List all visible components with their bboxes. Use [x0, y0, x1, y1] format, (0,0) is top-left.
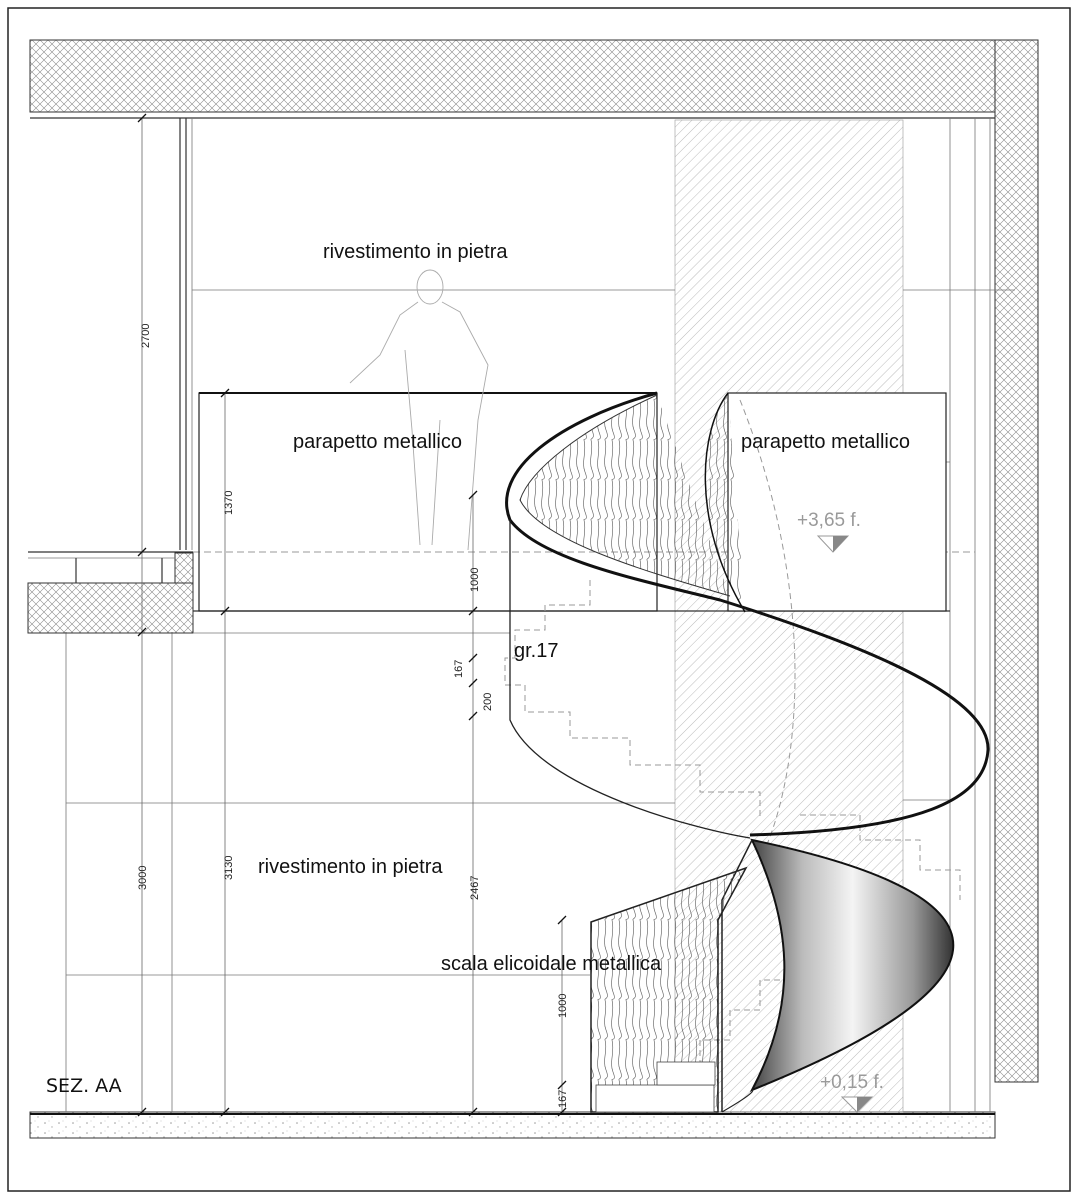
- level-upper-text: +3,65 f.: [797, 510, 861, 531]
- left-slab: [27, 582, 194, 634]
- right-wall: [994, 39, 1039, 1083]
- label-steps-count: gr.17: [514, 640, 558, 662]
- dim-1370: 1370: [223, 491, 235, 515]
- drawing-frame: [7, 7, 1071, 1192]
- dimension-lines: [137, 113, 567, 1117]
- dim-1000-upper: 1000: [469, 568, 481, 592]
- dim-1000-lower: 1000: [557, 994, 569, 1018]
- top-slab: [29, 39, 996, 113]
- label-spiral-stair: scala elicoidale metallica: [441, 953, 662, 975]
- spiral-stair: [505, 391, 990, 1113]
- dim-3130: 3130: [223, 856, 235, 880]
- dim-167-upper: 167: [453, 660, 465, 678]
- level-lower-text: +0,15 f.: [820, 1072, 884, 1093]
- label-stone-cladding-lower: rivestimento in pietra: [258, 856, 443, 878]
- label-metal-parapet-left: parapetto metallico: [293, 431, 462, 453]
- dim-2700: 2700: [140, 324, 152, 348]
- ground-floor: [29, 1111, 996, 1139]
- section-title: SEZ. AA: [46, 1075, 122, 1097]
- label-stone-cladding-upper: rivestimento in pietra: [323, 241, 508, 263]
- right-parapet: [727, 392, 947, 612]
- label-metal-parapet-right: parapetto metallico: [741, 431, 910, 453]
- lower-parapet: [590, 866, 748, 1113]
- dim-200: 200: [482, 693, 494, 711]
- dim-167-lower: 167: [557, 1090, 569, 1108]
- dim-2467: 2467: [469, 876, 481, 900]
- dim-3000: 3000: [137, 866, 149, 890]
- person-silhouette: [349, 269, 489, 551]
